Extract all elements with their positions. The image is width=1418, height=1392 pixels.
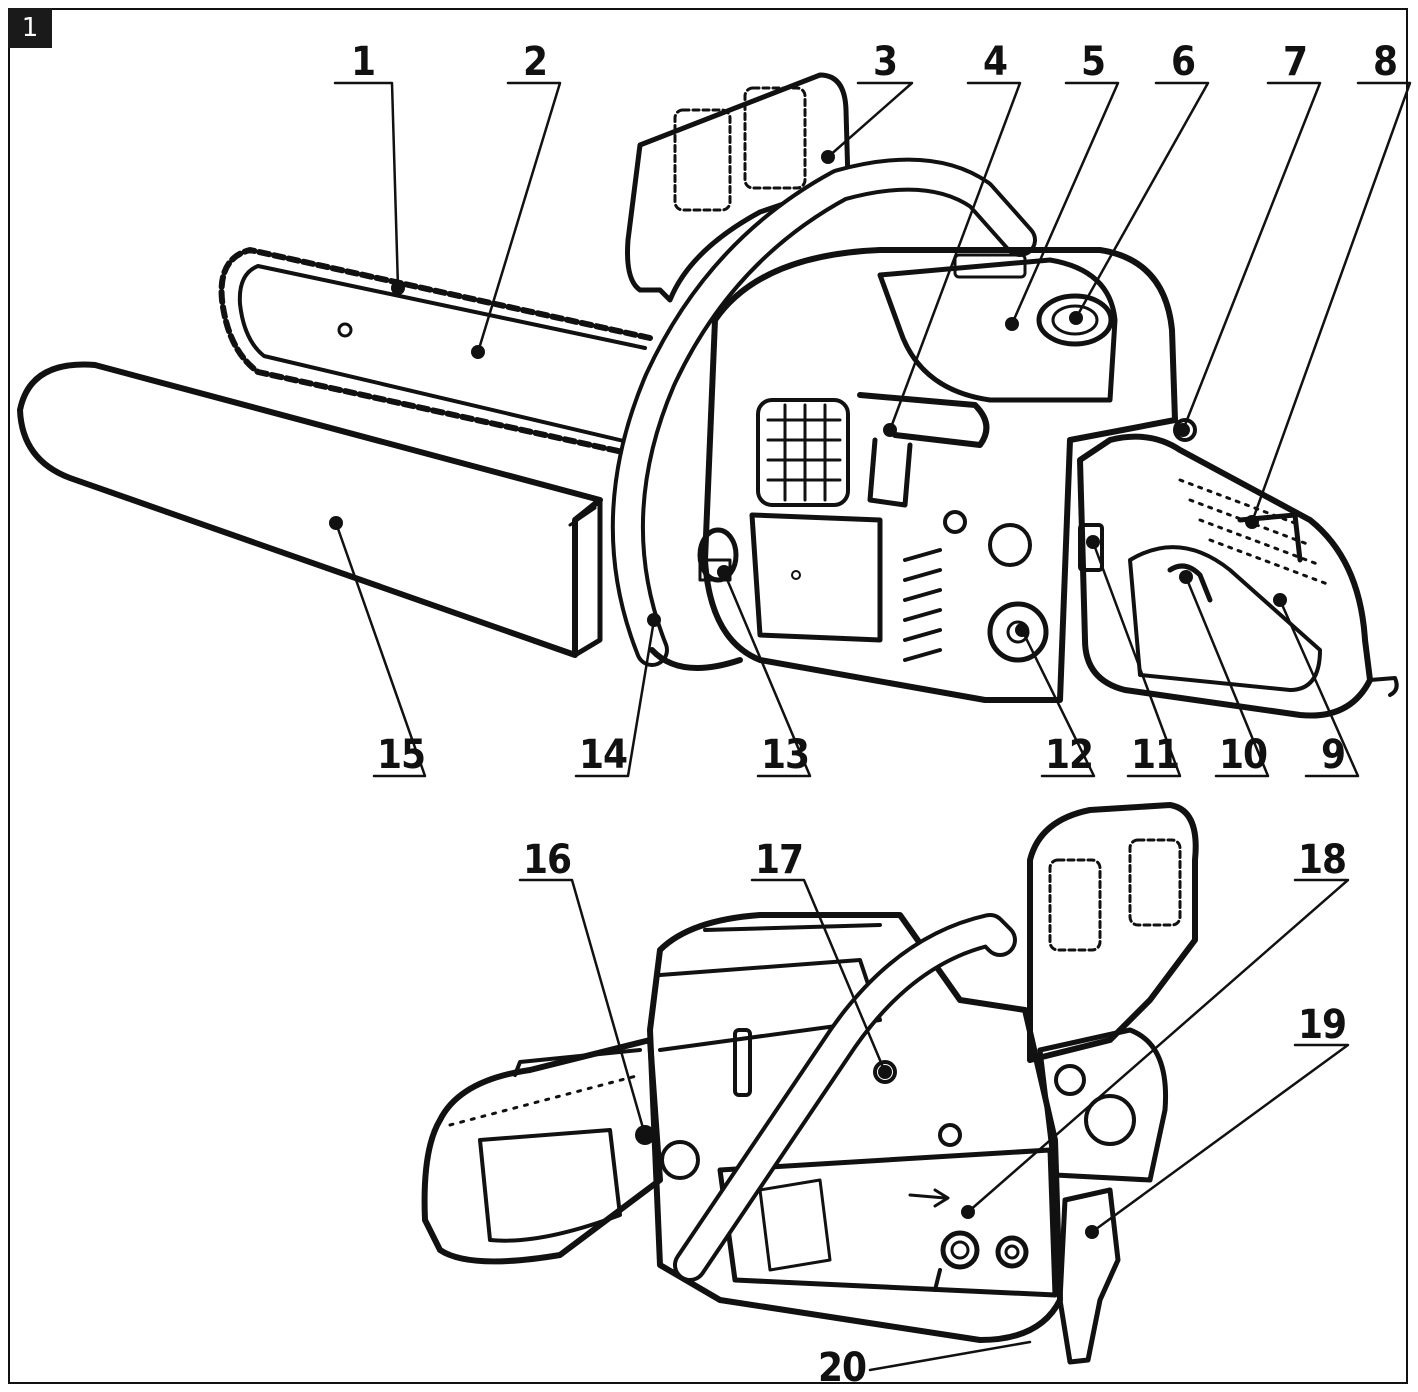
guide-bar-with-chain	[218, 247, 653, 461]
callout-3: 3	[872, 39, 898, 85]
front-handle	[610, 157, 1037, 671]
engine-housing	[697, 247, 1178, 703]
callout-12: 12	[1044, 732, 1094, 778]
bar-cover	[17, 361, 603, 658]
callout-13: 13	[760, 732, 810, 778]
callout-1: 1	[350, 39, 376, 85]
callout-5: 5	[1080, 39, 1106, 85]
callout-15: 15	[376, 732, 426, 778]
chain-brake-hand-guard	[625, 72, 851, 303]
callout-14: 14	[578, 732, 628, 778]
callout-19: 19	[1297, 1002, 1347, 1048]
callout-16: 16	[522, 837, 572, 883]
bottom-chainsaw	[421, 802, 1199, 1365]
callout-20: 20	[817, 1345, 867, 1391]
callout-10: 10	[1218, 732, 1268, 778]
bottom-leader-lines	[518, 878, 1350, 1372]
callout-9: 9	[1320, 732, 1346, 778]
callout-8: 8	[1372, 39, 1398, 85]
callout-7: 7	[1282, 39, 1308, 85]
callout-2: 2	[522, 39, 548, 85]
bottom-leader-dots	[638, 1065, 1099, 1239]
callout-4: 4	[982, 39, 1008, 85]
figure-frame	[8, 8, 1408, 1384]
top-chainsaw	[17, 72, 1399, 719]
callout-18: 18	[1297, 837, 1347, 883]
top-leader-lines	[333, 81, 1412, 778]
figure-number-badge: 1	[8, 8, 52, 48]
rear-handle	[1077, 433, 1399, 719]
callout-6: 6	[1170, 39, 1196, 85]
callout-11: 11	[1130, 732, 1180, 778]
top-leader-dots	[329, 150, 1287, 637]
callout-17: 17	[754, 837, 804, 883]
chain-catcher-knob	[1173, 418, 1197, 442]
